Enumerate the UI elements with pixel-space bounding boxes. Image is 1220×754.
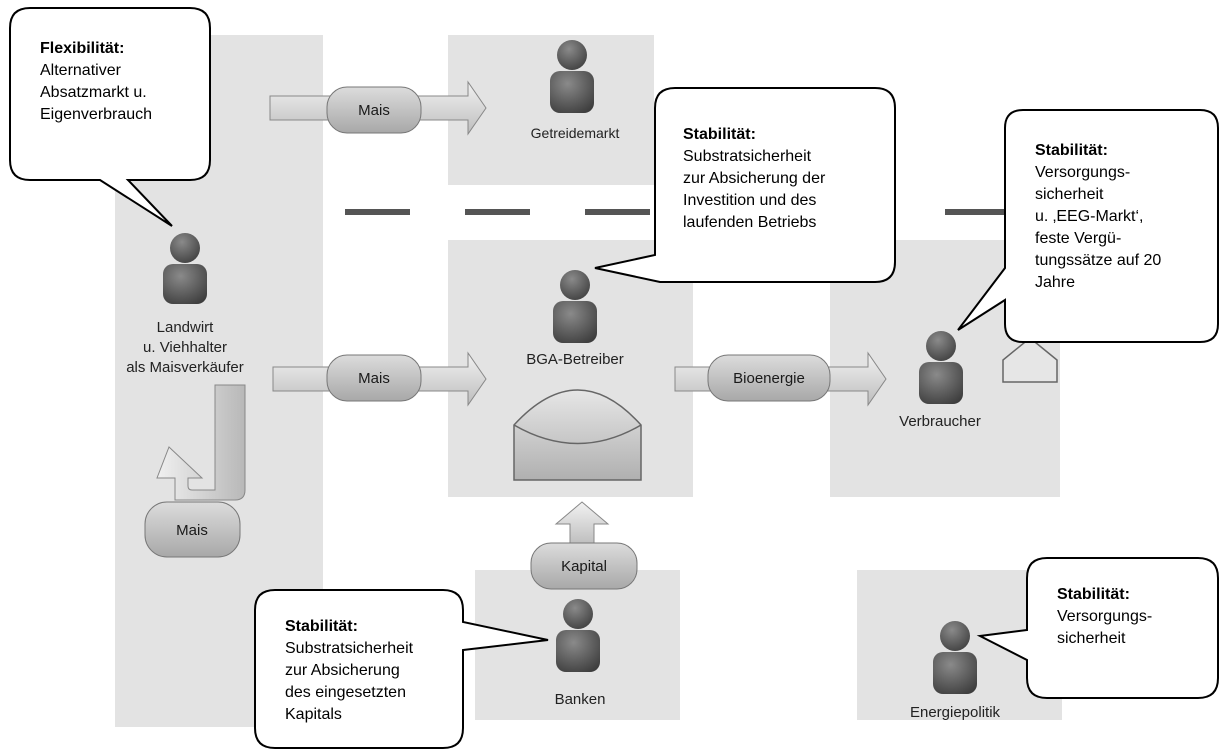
bubble-banks-title: Stabilität:	[285, 618, 358, 635]
label-grain-market: Getreidemarkt	[530, 125, 620, 141]
biogas-plant-icon	[513, 389, 642, 481]
pill-mais-top: Mais	[326, 86, 422, 134]
label-consumer: Verbraucher	[899, 413, 981, 430]
bubble-text-banks: Stabilität: Substratsicherheit zur Absic…	[285, 616, 460, 726]
bubble-text-energy-policy: Stabilität: Versorgungs- sicherheit	[1057, 584, 1212, 650]
person-icon-farmer	[163, 233, 207, 304]
bubble-operator-body: Substratsicherheit zur Absicherung der I…	[683, 148, 826, 231]
speech-bubble-banks	[254, 589, 549, 749]
bubble-banks-body: Substratsicherheit zur Absicherung des e…	[285, 640, 414, 723]
pill-bioenergie-label: Bioenergie	[733, 370, 805, 387]
bubble-consumer-body: Versorgungs- sicherheit u. ‚EEG-Markt‘, …	[1035, 164, 1162, 291]
speech-bubble-consumer	[957, 109, 1219, 343]
bubble-text-consumer: Stabilität: Versorgungs- sicherheit u. ‚…	[1035, 140, 1215, 294]
person-icon-operator	[553, 270, 597, 343]
pill-mais-mid-label: Mais	[358, 370, 390, 387]
pill-bioenergie: Bioenergie	[707, 354, 831, 402]
label-energy-policy: Energiepolitik	[909, 704, 1001, 721]
bubble-farmer-body: Alternativer Absatzmarkt u. Eigenverbrau…	[40, 62, 153, 123]
person-icon-consumer	[919, 331, 963, 404]
person-icon-banks	[556, 599, 600, 672]
bubble-operator-title: Stabilität:	[683, 126, 756, 143]
arrow-kapital	[554, 501, 610, 546]
house-icon	[1002, 337, 1058, 383]
bubble-consumer-title: Stabilität:	[1035, 142, 1108, 159]
pill-kapital: Kapital	[530, 542, 638, 590]
label-banks: Banken	[554, 691, 606, 708]
pill-mais-loop: Mais	[144, 501, 241, 558]
pill-mais-loop-label: Mais	[176, 522, 208, 539]
label-operator: BGA-Betreiber	[526, 351, 624, 368]
speech-bubble-farmer	[9, 7, 211, 227]
arrow-mais-loop	[156, 384, 246, 501]
bubble-farmer-title: Flexibilität:	[40, 40, 125, 57]
pill-mais-top-label: Mais	[358, 102, 390, 119]
person-icon-energy-policy	[933, 621, 977, 694]
pill-kapital-label: Kapital	[561, 558, 607, 575]
bubble-energy-policy-title: Stabilität:	[1057, 586, 1130, 603]
bubble-text-farmer: Flexibilität: Alternativer Absatzmarkt u…	[40, 38, 205, 126]
bubble-text-operator: Stabilität: Substratsicherheit zur Absic…	[683, 124, 888, 234]
speech-bubble-energy-policy	[976, 557, 1219, 699]
person-icon-grain-market	[550, 40, 594, 113]
speech-bubble-operator	[594, 87, 896, 283]
bubble-energy-policy-body: Versorgungs- sicherheit	[1057, 608, 1153, 647]
pill-mais-mid: Mais	[326, 354, 422, 402]
label-farmer: Landwirt u. Viehhalter als Maisverkäufer	[126, 319, 244, 376]
